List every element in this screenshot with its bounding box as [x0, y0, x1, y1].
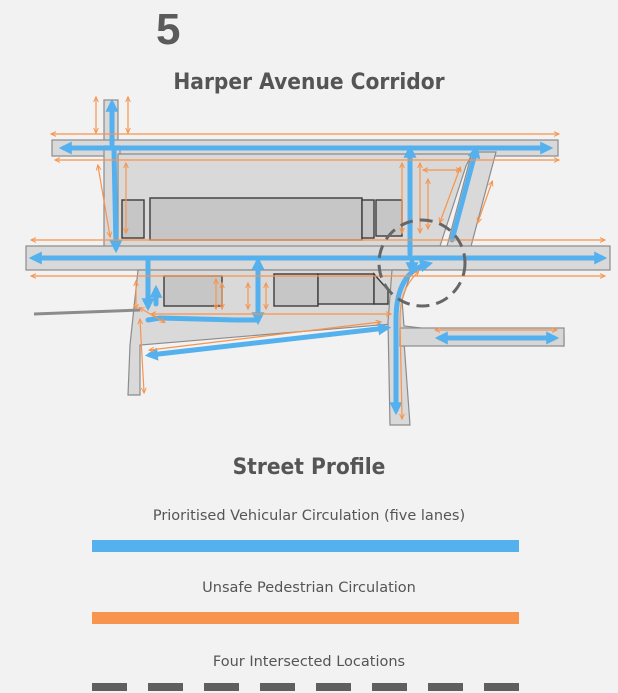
vehicular-circulation	[28, 98, 608, 416]
corridor-map	[25, 0, 611, 426]
legend-pedestrian-swatch	[92, 612, 519, 624]
section-number: 5	[156, 5, 181, 54]
legend-pedestrian-label: Unsafe Pedestrian Circulation	[202, 580, 416, 596]
legend-vehicular-swatch	[92, 540, 519, 552]
pedestrian-circulation	[32, 98, 604, 418]
legend-intersection-swatch	[92, 683, 519, 691]
page-title: Harper Avenue Corridor	[173, 70, 445, 95]
sidewalk-west	[33, 308, 141, 316]
intersection-marker	[377, 218, 467, 308]
legend-title: Street Profile	[232, 455, 386, 480]
legend-intersection-label: Four Intersected Locations	[212, 654, 406, 670]
legend-vehicular-label: Prioritised Vehicular Circulation (five …	[152, 508, 466, 524]
